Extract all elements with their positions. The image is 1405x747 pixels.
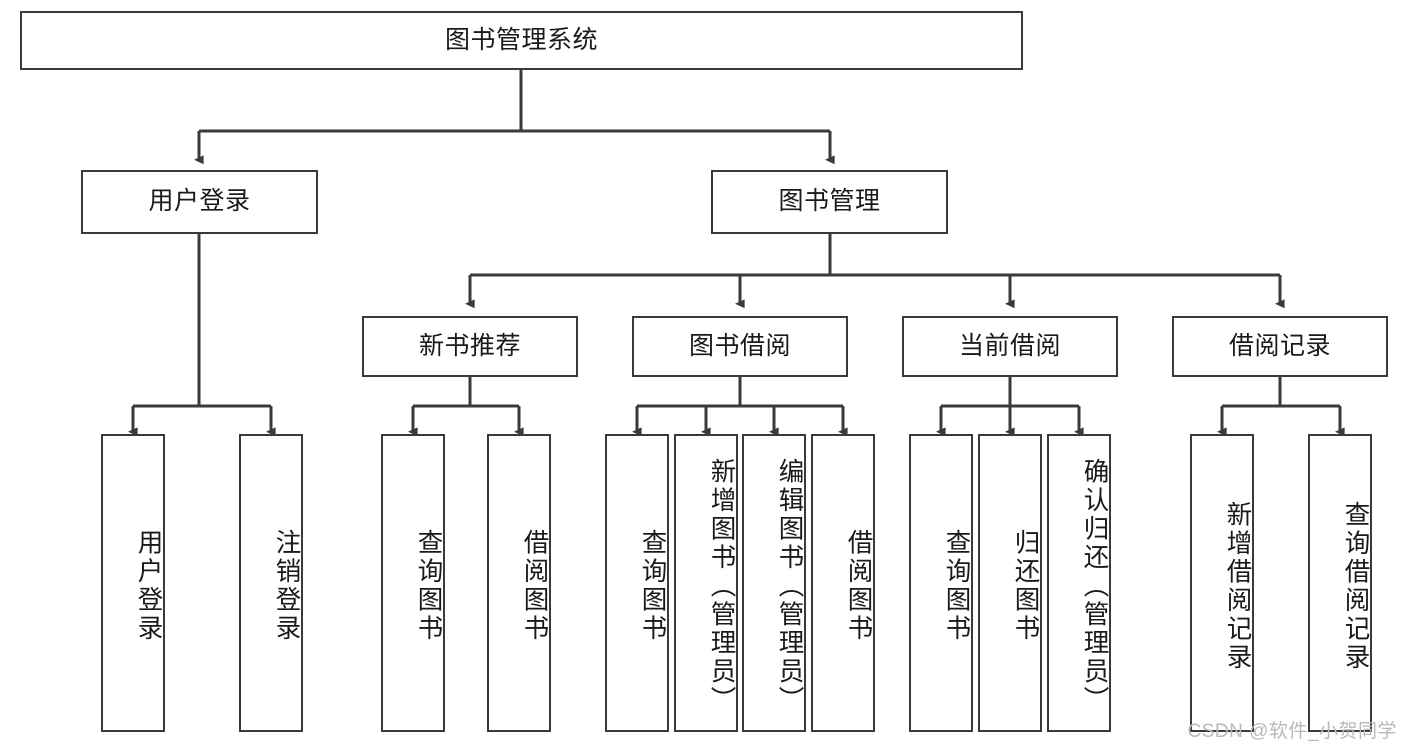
node-label: 图书管理系统: [444, 25, 598, 54]
node-label: 查询图书: [638, 529, 666, 643]
node-label: 用户登录: [134, 529, 162, 643]
leaf-add-borrow-record[interactable]: 新增借阅记录: [1190, 434, 1254, 732]
node-current-borrow[interactable]: 当前借阅: [902, 316, 1118, 377]
leaf-confirm-return-admin[interactable]: 确认归还（管理员）: [1047, 434, 1111, 732]
node-label: 新增图书（管理员）: [707, 457, 735, 715]
node-label: 图书管理: [778, 187, 881, 216]
leaf-return-book[interactable]: 归还图书: [978, 434, 1042, 732]
node-borrow-record[interactable]: 借阅记录: [1172, 316, 1388, 377]
node-label: 借阅图书: [844, 529, 872, 643]
leaf-query-book-borrow[interactable]: 查询图书: [605, 434, 669, 732]
csdn-watermark: CSDN @软件_小贺同学: [1187, 721, 1397, 742]
leaf-borrow-book-rec[interactable]: 借阅图书: [487, 434, 551, 732]
leaf-user-login[interactable]: 用户登录: [101, 434, 165, 732]
node-label: 图书借阅: [688, 331, 791, 360]
node-label: 新增借阅记录: [1223, 500, 1251, 672]
node-label: 当前借阅: [958, 331, 1061, 360]
leaf-borrow-book[interactable]: 借阅图书: [811, 434, 875, 732]
leaf-logout[interactable]: 注销登录: [239, 434, 303, 732]
node-label: 新书推荐: [418, 331, 521, 360]
node-label: 查询图书: [414, 529, 442, 643]
leaf-query-book-rec[interactable]: 查询图书: [381, 434, 445, 732]
node-label: 确认归还（管理员）: [1080, 457, 1108, 715]
node-label: 借阅记录: [1228, 331, 1331, 360]
node-label: 注销登录: [272, 529, 300, 643]
leaf-query-book-current[interactable]: 查询图书: [909, 434, 973, 732]
node-label: 归还图书: [1011, 529, 1039, 643]
node-book-manage[interactable]: 图书管理: [711, 170, 948, 234]
leaf-edit-book-admin[interactable]: 编辑图书（管理员）: [742, 434, 806, 732]
node-label: 用户登录: [148, 187, 251, 216]
node-root-book-management-system[interactable]: 图书管理系统: [20, 11, 1023, 70]
node-user-login[interactable]: 用户登录: [81, 170, 318, 234]
node-new-book-recommend[interactable]: 新书推荐: [362, 316, 578, 377]
node-label: 借阅图书: [520, 529, 548, 643]
leaf-query-borrow-record[interactable]: 查询借阅记录: [1308, 434, 1372, 732]
leaf-add-book-admin[interactable]: 新增图书（管理员）: [674, 434, 738, 732]
node-label: 查询借阅记录: [1341, 500, 1369, 672]
node-label: 编辑图书（管理员）: [775, 457, 803, 715]
node-label: 查询图书: [942, 529, 970, 643]
node-book-borrow[interactable]: 图书借阅: [632, 316, 848, 377]
